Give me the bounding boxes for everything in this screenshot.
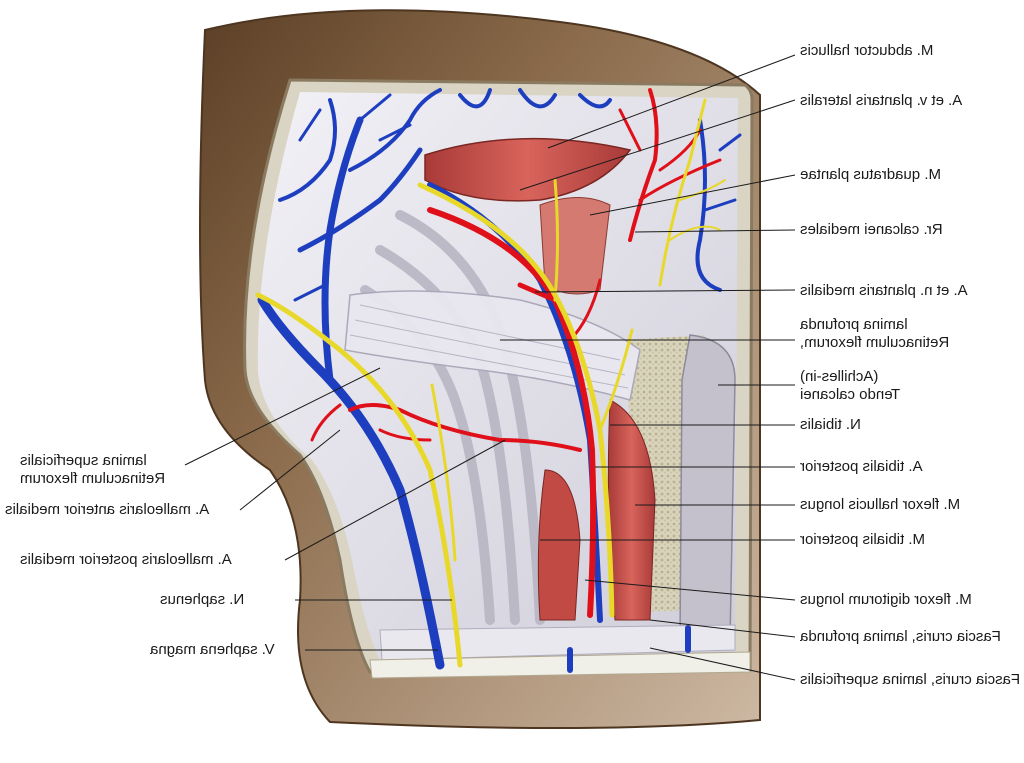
- leader-lines: [184, 54, 796, 681]
- label-fascia-superficialis: Fascia cruris, lamina superficialis: [800, 671, 1021, 688]
- fascia-cruris-superficialis-band: [369, 651, 751, 679]
- label-flexor-digitorum-longus: M. flexor digitorum longus: [800, 591, 972, 608]
- label-tendo-calcanei-line1: (Achilles-in): [800, 368, 879, 385]
- label-quadratus-plantae: M. quadratus plantae: [800, 166, 941, 183]
- label-a-tibialis-posterior: A. tibialis posterior: [800, 458, 923, 475]
- label-malleolaris-posterior: A. malleolaris posterior medialis: [20, 551, 232, 568]
- label-retinaculum-profunda-line1: lamina profunda: [800, 316, 908, 333]
- label-tibialis-posterior: M. tibialis posterior: [800, 531, 926, 548]
- label-flexor-hallucis-longus: M. flexor hallucis longus: [800, 496, 961, 513]
- arteries: [310, 88, 722, 618]
- flexor-digitorum-longus-shape: [537, 469, 581, 621]
- label-abductor-hallucis: M. abductor hallucis: [800, 42, 934, 59]
- label-n-tibialis: N. tibialis: [800, 416, 861, 433]
- label-plantaris-lateralis: A. et v. plantaris lateralis: [800, 92, 963, 109]
- label-plantaris-medialis: A. et n. plantaris medialis: [800, 282, 968, 299]
- abductor-hallucis-shape: [424, 137, 632, 202]
- nerves: [255, 98, 726, 668]
- label-calcanei-mediales: Rr. calcanei mediales: [800, 221, 943, 238]
- label-n-saphenus: N. saphenus: [160, 591, 245, 608]
- label-retinaculum-profunda-line2: Retinaculum flexorum,: [800, 334, 950, 351]
- label-tendo-calcanei-line2: Tendo calcanei: [800, 386, 901, 403]
- tendo-calcanei-shape: [679, 334, 736, 641]
- label-malleolaris-anterior: A. malleolaris anterior medialis: [5, 501, 210, 518]
- label-retinaculum-superficialis-line1: lamina superficialis: [20, 452, 147, 469]
- label-fascia-profunda: Fascia cruris, lamina profunda: [800, 628, 1001, 645]
- label-retinaculum-superficialis-line2: Retinaculum flexorum: [20, 470, 166, 487]
- label-v-saphena-magna: V. saphena magna: [150, 641, 275, 658]
